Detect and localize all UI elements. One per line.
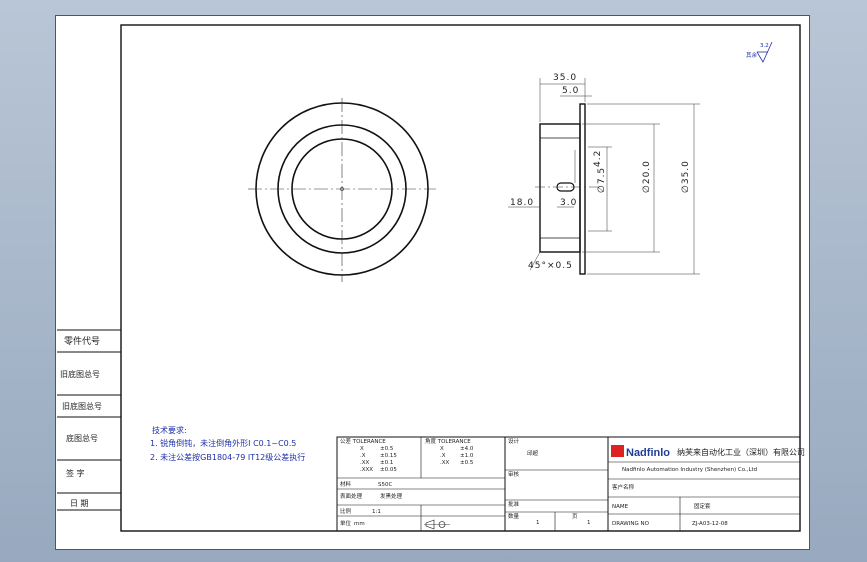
tolerance-right-key: .X bbox=[440, 453, 446, 459]
company-name-en: Nadfinlo Automation Industry (Shenzhen) … bbox=[622, 467, 757, 473]
tolerance-right-value: ±1.0 bbox=[460, 453, 474, 459]
page-value: 1 bbox=[587, 520, 591, 526]
tolerance-left-key: .X bbox=[360, 453, 366, 459]
tech-req-line-2: 2. 未注公差按GB1804-79 IT12级公差执行 bbox=[150, 452, 305, 462]
surface-finish-symbol: 其余 3.2 bbox=[746, 41, 773, 63]
tolerance-left-key: X bbox=[360, 446, 364, 452]
scale-value: 1:1 bbox=[372, 509, 381, 515]
strip-label-6: 日 期 bbox=[70, 499, 89, 508]
qty-label: 数量 bbox=[508, 512, 520, 520]
tolerance-header-left: 公差 TOLERANCE bbox=[340, 437, 386, 445]
tolerance-left-value: ±0.5 bbox=[380, 446, 394, 452]
tech-requirements: 技术要求: 1. 锐角倒钝，未注倒角外形Ⅰ C0.1~C0.5 2. 未注公差按… bbox=[150, 425, 305, 462]
dim-flange-dia: ∅35.0 bbox=[681, 160, 691, 193]
tolerance-left-value: ±0.1 bbox=[380, 460, 393, 466]
tolerance-left-key: .XXX bbox=[360, 467, 373, 473]
strip-label-1: 零件代号 bbox=[64, 335, 100, 347]
customer-label: 客户名称 bbox=[612, 483, 635, 491]
approved-label: 批准 bbox=[508, 500, 520, 508]
qty-value: 1 bbox=[536, 520, 540, 526]
dim-bore-dia: ∅7.5 bbox=[597, 167, 607, 193]
material-value: S50C bbox=[378, 482, 392, 488]
name-label: NAME bbox=[612, 504, 629, 510]
front-view bbox=[248, 98, 436, 282]
dim-chamfer: 45°×0.5 bbox=[528, 261, 573, 271]
left-strip: 零件代号 旧底图总号 旧底图总号 底图总号 签 字 日 期 bbox=[57, 329, 121, 511]
tech-req-title: 技术要求: bbox=[152, 425, 187, 435]
drawing-no-label: DRAWING NO bbox=[612, 521, 650, 527]
name-value: 固定套 bbox=[694, 502, 711, 510]
company-name-cn: 纳芙来自动化工业（深圳）有限公司 bbox=[677, 447, 805, 457]
drawing-no-value: ZJ-A03-12-08 bbox=[692, 521, 728, 527]
tolerance-left-value: ±0.05 bbox=[380, 467, 397, 473]
projection-symbol bbox=[424, 519, 450, 530]
title-block: 公差 TOLERANCE 角度 TOLERANCE X ±0.5 .X ±0.15 .X… bbox=[336, 436, 805, 532]
unit-value: mm bbox=[354, 521, 365, 527]
surface-finish-label: 其余 bbox=[746, 51, 758, 59]
tech-req-line-1: 1. 锐角倒钝，未注倒角外形Ⅰ C0.1~C0.5 bbox=[150, 438, 296, 448]
tolerance-left-value: ±0.15 bbox=[380, 453, 397, 459]
dim-slot-depth: 18.0 bbox=[510, 198, 534, 208]
tolerance-right-value: ±0.5 bbox=[460, 460, 474, 466]
page-label: 页 bbox=[572, 513, 578, 520]
strip-label-2: 旧底图总号 bbox=[60, 369, 100, 379]
checked-label: 审核 bbox=[508, 470, 520, 478]
scale-label: 比例 bbox=[340, 507, 352, 515]
designed-label: 设计 bbox=[508, 437, 520, 445]
tolerance-header-right: 角度 TOLERANCE bbox=[425, 437, 471, 445]
dim-slot-width: 3.0 bbox=[560, 198, 577, 208]
strip-label-3: 旧底图总号 bbox=[62, 401, 102, 411]
unit-label: 单位 bbox=[340, 519, 352, 527]
tolerance-left-key: .XX bbox=[360, 460, 370, 466]
dim-flange-width: 5.0 bbox=[562, 86, 579, 96]
strip-label-4: 底图总号 bbox=[66, 433, 98, 443]
side-view: 35.0 5.0 ∅35.0 ∅20.0 ∅7.5 4.2 18.0 3.0 4… bbox=[508, 73, 700, 275]
dim-overall-length: 35.0 bbox=[553, 73, 577, 83]
dim-body-dia: ∅20.0 bbox=[642, 160, 652, 193]
designed-value: 邱超 bbox=[527, 449, 539, 457]
company-logo-mark bbox=[611, 445, 624, 457]
tolerance-right-value: ±4.0 bbox=[460, 446, 474, 452]
tolerance-right-key: .XX bbox=[440, 460, 450, 466]
strip-label-5: 签 字 bbox=[66, 468, 85, 478]
tolerance-right-key: X bbox=[440, 446, 444, 452]
company-logo-text: Nadfinlo bbox=[626, 447, 670, 459]
dim-slot-offset: 4.2 bbox=[593, 150, 603, 167]
side-flange bbox=[579, 103, 586, 275]
treatment-value: 发黑处理 bbox=[380, 492, 403, 500]
surface-finish-value: 3.2 bbox=[760, 43, 769, 49]
material-label: 材料 bbox=[340, 480, 352, 488]
treatment-label: 表面处理 bbox=[340, 492, 363, 500]
